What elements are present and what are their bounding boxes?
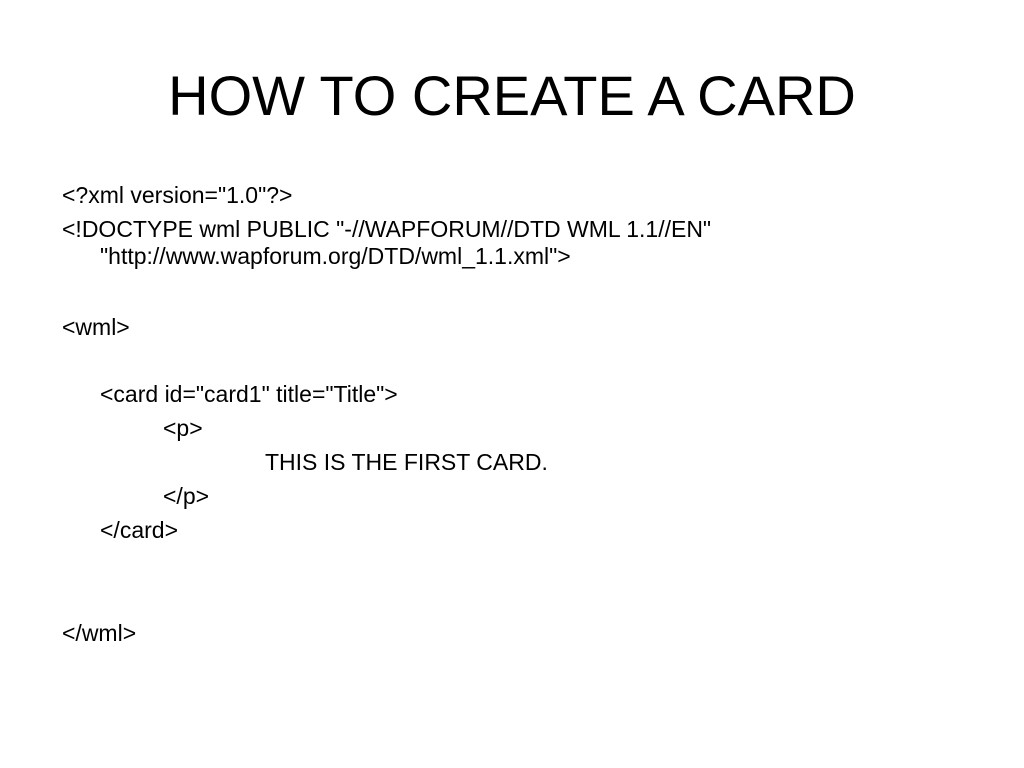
code-line-card-text: THIS IS THE FIRST CARD. xyxy=(265,449,548,475)
code-line-p-open: <p> xyxy=(163,415,203,441)
code-line-xml-declaration: <?xml version="1.0"?> xyxy=(62,182,293,208)
code-line-wml-open: <wml> xyxy=(62,314,130,340)
code-line-card-close: </card> xyxy=(100,517,178,543)
code-line-p-close: </p> xyxy=(163,483,210,509)
code-line-doctype: <!DOCTYPE wml PUBLIC "-//WAPFORUM//DTD W… xyxy=(62,216,712,242)
code-line-card-open: <card id="card1" title="Title"> xyxy=(100,381,398,407)
code-line-doctype-url: "http://www.wapforum.org/DTD/wml_1.1.xml… xyxy=(100,243,571,269)
slide-title: HOW TO CREATE A CARD xyxy=(168,64,856,127)
code-line-wml-close: </wml> xyxy=(62,620,137,646)
